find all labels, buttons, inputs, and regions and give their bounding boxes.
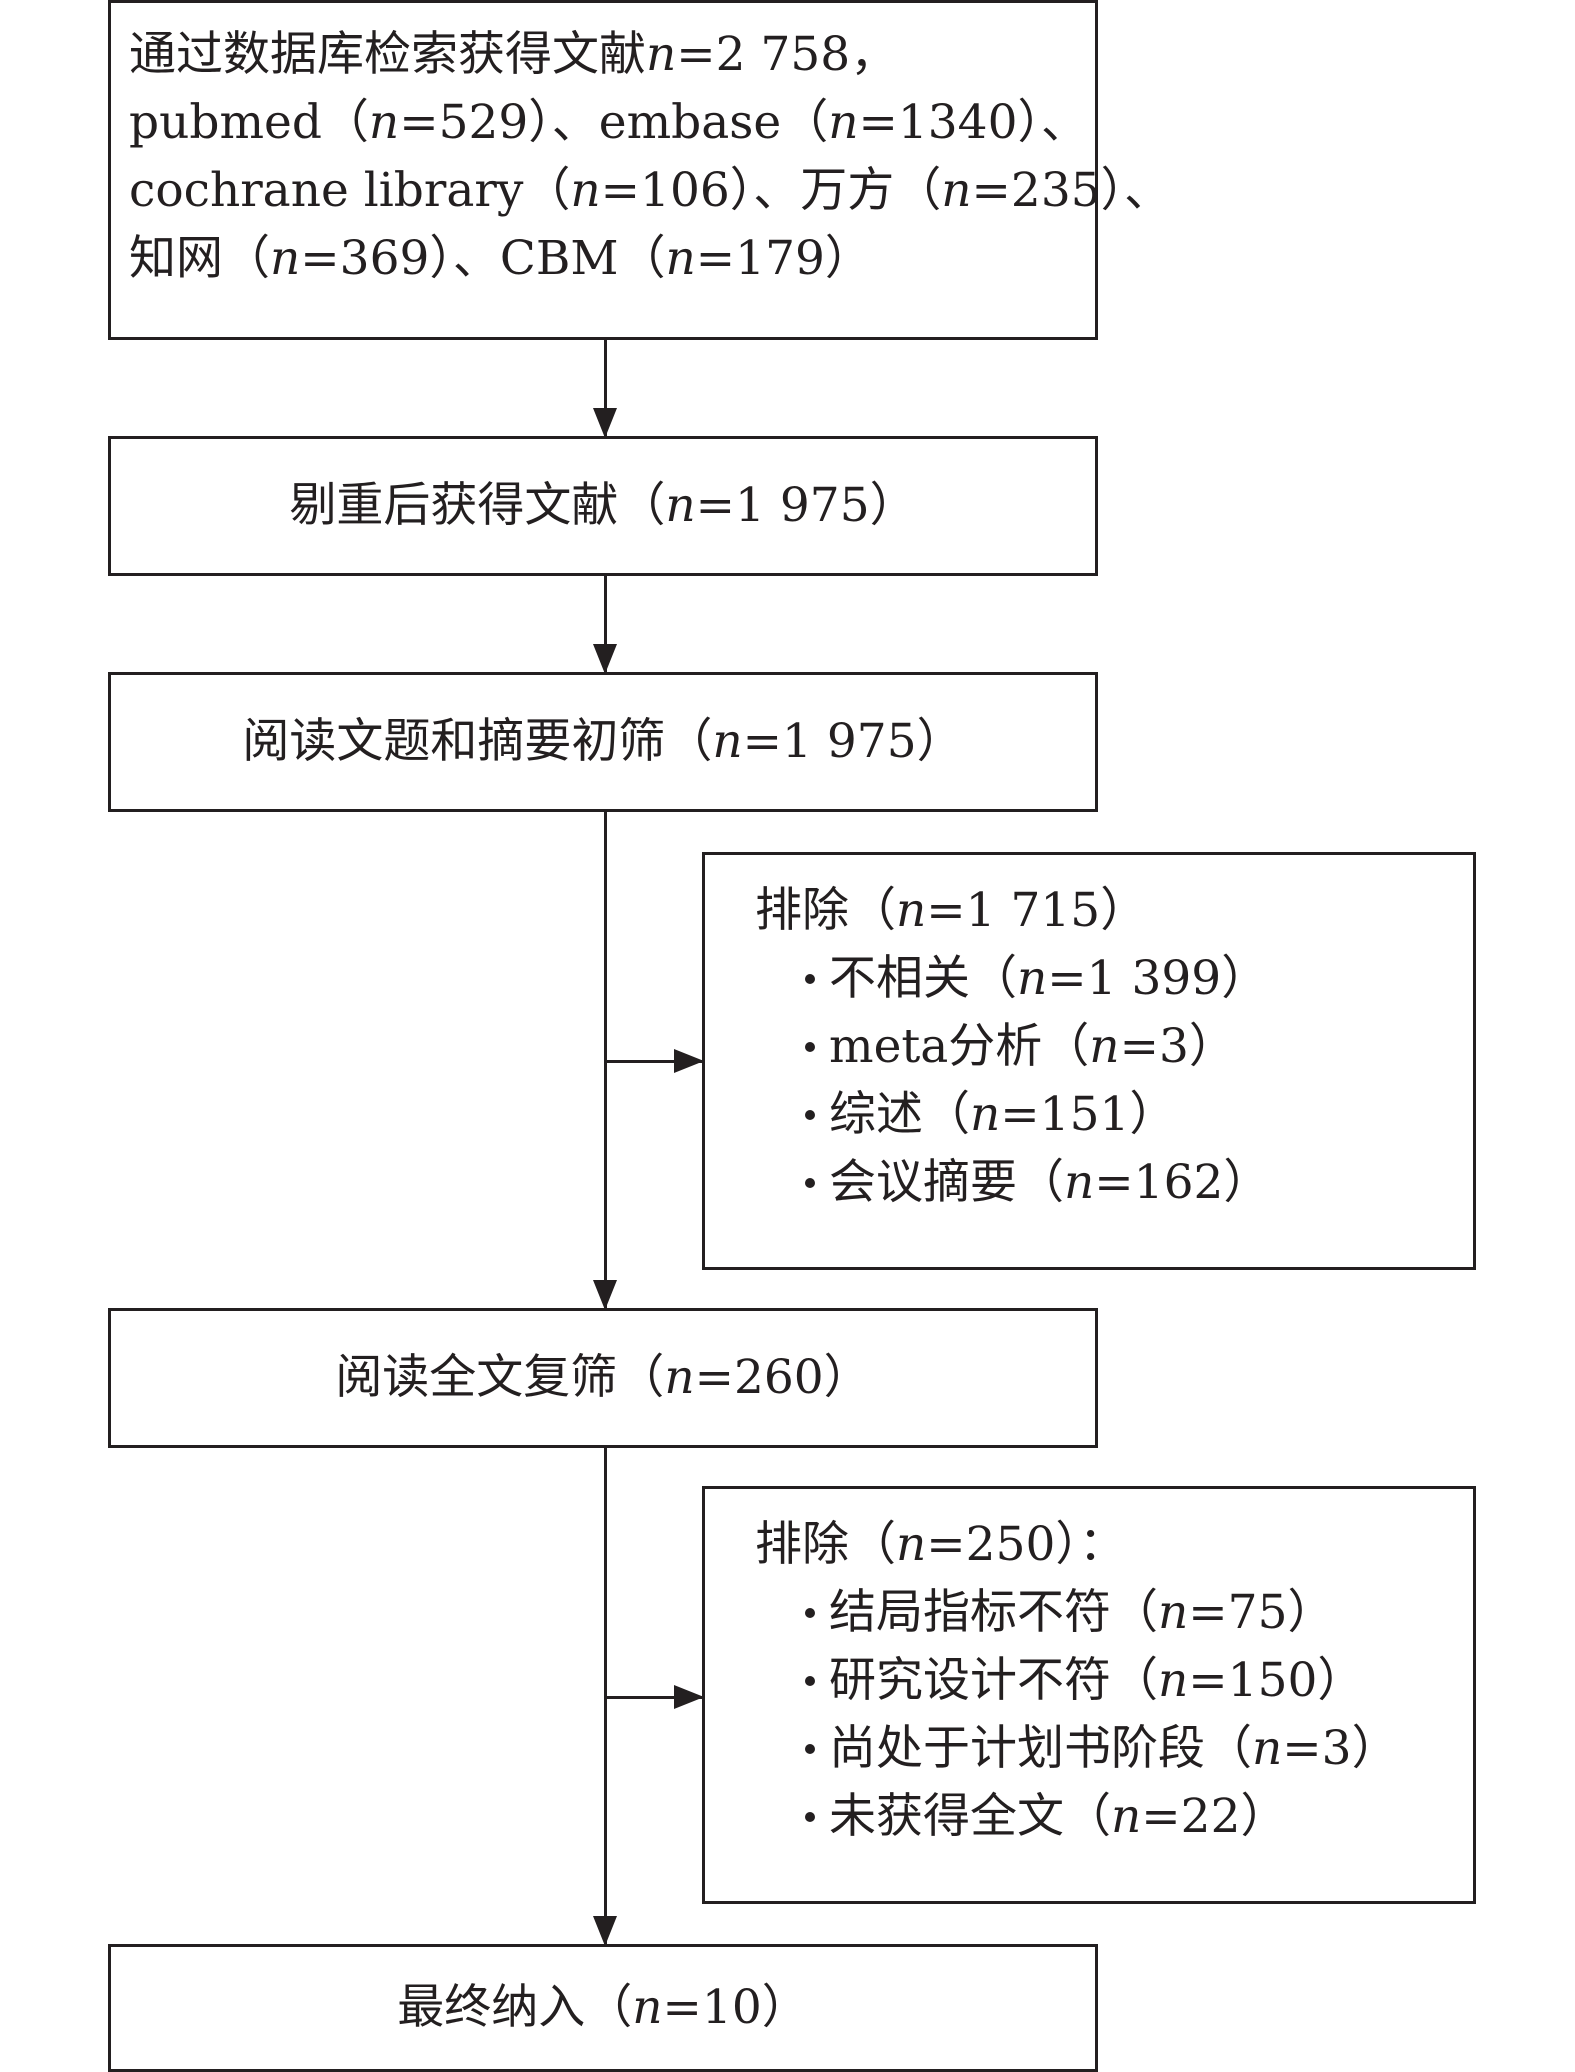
screening-label: 阅读文题和摘要初筛（n=1 975） <box>242 714 964 769</box>
list-item: 会议摘要（n=162） <box>755 1149 1270 1217</box>
exclusion-2-content: 排除（n=250）： 结局指标不符（n=75） 研究设计不符（n=150） 尚处… <box>755 1511 1399 1851</box>
list-item: 尚处于计划书阶段（n=3） <box>755 1715 1399 1783</box>
bullet-icon <box>805 1110 815 1120</box>
bullet-icon <box>805 1042 815 1052</box>
search-line-3: cochrane library（n=106）、万方（n=235）、 <box>129 163 1172 218</box>
list-item: 研究设计不符（n=150） <box>755 1647 1399 1715</box>
bullet-icon <box>805 1178 815 1188</box>
included-label: 最终纳入（n=10） <box>397 1980 809 2035</box>
branch-line <box>604 1060 704 1063</box>
list-item: 综述（n=151） <box>755 1081 1270 1149</box>
search-results-box: 通过数据库检索获得文献n=2 758， pubmed（n=529）、embase… <box>108 0 1171 340</box>
arrow-down-icon <box>593 1916 617 1946</box>
search-line-2: pubmed（n=529）、embase（n=1340）、 <box>129 95 1088 150</box>
included-box: 最终纳入（n=10） <box>108 1944 1098 2072</box>
bullet-icon <box>805 1744 815 1754</box>
fulltext-label: 阅读全文复筛（n=260） <box>335 1350 871 1405</box>
arrow-right-icon <box>674 1685 704 1709</box>
exclusion-1-title: 排除（n=1 715） <box>755 883 1148 938</box>
arrow-down-icon <box>593 408 617 438</box>
bullet-icon <box>805 1608 815 1618</box>
arrow-down-icon <box>593 1280 617 1310</box>
arrow-down-icon <box>593 644 617 674</box>
list-item: 结局指标不符（n=75） <box>755 1579 1399 1647</box>
exclusion-box-2: 排除（n=250）： 结局指标不符（n=75） 研究设计不符（n=150） 尚处… <box>702 1486 1476 1904</box>
search-line-4: 知网（n=369）、CBM（n=179） <box>129 231 872 286</box>
list-item: 不相关（n=1 399） <box>755 945 1270 1013</box>
dedup-box: 剔重后获得文献（n=1 975） <box>108 436 1098 576</box>
search-line-1: 通过数据库检索获得文献n=2 758， <box>129 27 898 82</box>
bullet-icon <box>805 1812 815 1822</box>
fulltext-box: 阅读全文复筛（n=260） <box>108 1308 1098 1448</box>
search-results-text: 通过数据库检索获得文献n=2 758， pubmed（n=529）、embase… <box>129 21 1171 293</box>
list-item: 未获得全文（n=22） <box>755 1783 1399 1851</box>
exclusion-box-1: 排除（n=1 715） 不相关（n=1 399） meta分析（n=3） 综述（… <box>702 852 1476 1270</box>
screening-box: 阅读文题和摘要初筛（n=1 975） <box>108 672 1098 812</box>
branch-line <box>604 1696 704 1699</box>
bullet-icon <box>805 1676 815 1686</box>
exclusion-1-content: 排除（n=1 715） 不相关（n=1 399） meta分析（n=3） 综述（… <box>755 877 1270 1217</box>
dedup-label: 剔重后获得文献（n=1 975） <box>289 478 917 533</box>
arrow-right-icon <box>674 1049 704 1073</box>
connector-line <box>604 576 607 674</box>
bullet-icon <box>805 974 815 984</box>
exclusion-2-title: 排除（n=250）： <box>755 1517 1126 1572</box>
connector-line <box>604 340 607 438</box>
list-item: meta分析（n=3） <box>755 1013 1270 1081</box>
